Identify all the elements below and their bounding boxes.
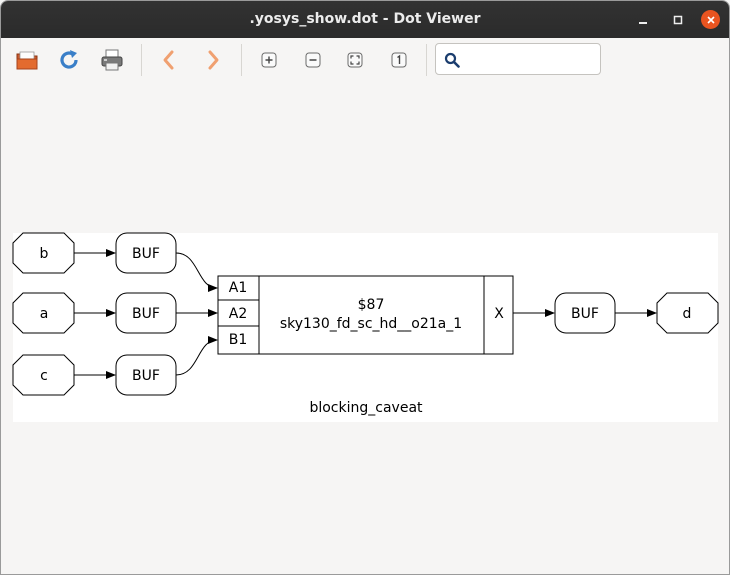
buf-label: BUF: [132, 246, 160, 262]
port-label-x: X: [494, 306, 504, 322]
cell-id-label: $87: [358, 297, 385, 313]
buf-label: BUF: [132, 306, 160, 322]
title-bar[interactable]: .yosys_show.dot - Dot Viewer: [1, 1, 729, 38]
minimize-icon: [638, 21, 647, 24]
close-button[interactable]: [701, 10, 720, 29]
input-label-b: b: [40, 246, 49, 262]
buf-node[interactable]: BUF: [115, 354, 177, 396]
port-label-a2: A2: [229, 306, 247, 322]
open-icon: [16, 51, 38, 70]
graph-canvas[interactable]: b a c BUF BUF BUF: [1, 82, 729, 574]
zoom-100-icon: [391, 52, 407, 68]
zoom-out-icon: [305, 52, 321, 68]
window-title: .yosys_show.dot - Dot Viewer: [249, 11, 481, 27]
cell-type-label: sky130_fd_sc_hd__o21a_1: [280, 316, 462, 332]
forward-button[interactable]: [197, 44, 229, 76]
reload-button[interactable]: [53, 44, 85, 76]
toolbar-separator: [141, 44, 142, 76]
input-label-a: a: [40, 306, 49, 322]
cell-node[interactable]: A1 A2 B1 $87 sky130_fd_sc_hd__o21a_1 X: [217, 275, 514, 355]
zoom-100-button[interactable]: [383, 44, 415, 76]
buf-label: BUF: [132, 368, 160, 384]
back-button[interactable]: [153, 44, 185, 76]
module-label: blocking_caveat: [309, 400, 423, 416]
input-node-a[interactable]: a: [12, 292, 75, 334]
zoom-out-button[interactable]: [297, 44, 329, 76]
toolbar: [1, 38, 729, 82]
edge: [175, 336, 218, 376]
input-node-c[interactable]: c: [12, 354, 75, 396]
search-icon: [444, 52, 460, 68]
output-node-d[interactable]: d: [656, 292, 719, 334]
zoom-fit-icon: [347, 52, 363, 68]
zoom-in-button[interactable]: [253, 44, 285, 76]
buf-node[interactable]: BUF: [554, 292, 616, 334]
maximize-button[interactable]: [668, 10, 687, 29]
toolbar-separator: [426, 44, 427, 76]
back-icon: [163, 50, 174, 70]
buf-node[interactable]: BUF: [115, 232, 177, 274]
close-icon: [706, 15, 715, 24]
buf-label: BUF: [571, 306, 599, 322]
open-button[interactable]: [11, 44, 43, 76]
port-label-b1: B1: [229, 332, 248, 348]
graph-svg: b a c BUF BUF BUF: [12, 232, 719, 422]
forward-icon: [208, 50, 219, 70]
edge: [175, 252, 218, 292]
buf-node[interactable]: BUF: [115, 292, 177, 334]
print-button[interactable]: [96, 44, 128, 76]
input-label-c: c: [40, 368, 48, 384]
reload-icon: [60, 50, 78, 69]
zoom-fit-button[interactable]: [339, 44, 371, 76]
toolbar-separator: [241, 44, 242, 76]
print-icon: [101, 49, 123, 71]
input-node-b[interactable]: b: [12, 232, 75, 274]
search-input[interactable]: [466, 48, 598, 72]
search-box[interactable]: [435, 43, 601, 75]
zoom-in-icon: [261, 52, 277, 68]
output-label-d: d: [683, 306, 692, 322]
port-label-a1: A1: [229, 280, 247, 296]
maximize-icon: [673, 15, 682, 24]
minimize-button[interactable]: [633, 10, 652, 29]
